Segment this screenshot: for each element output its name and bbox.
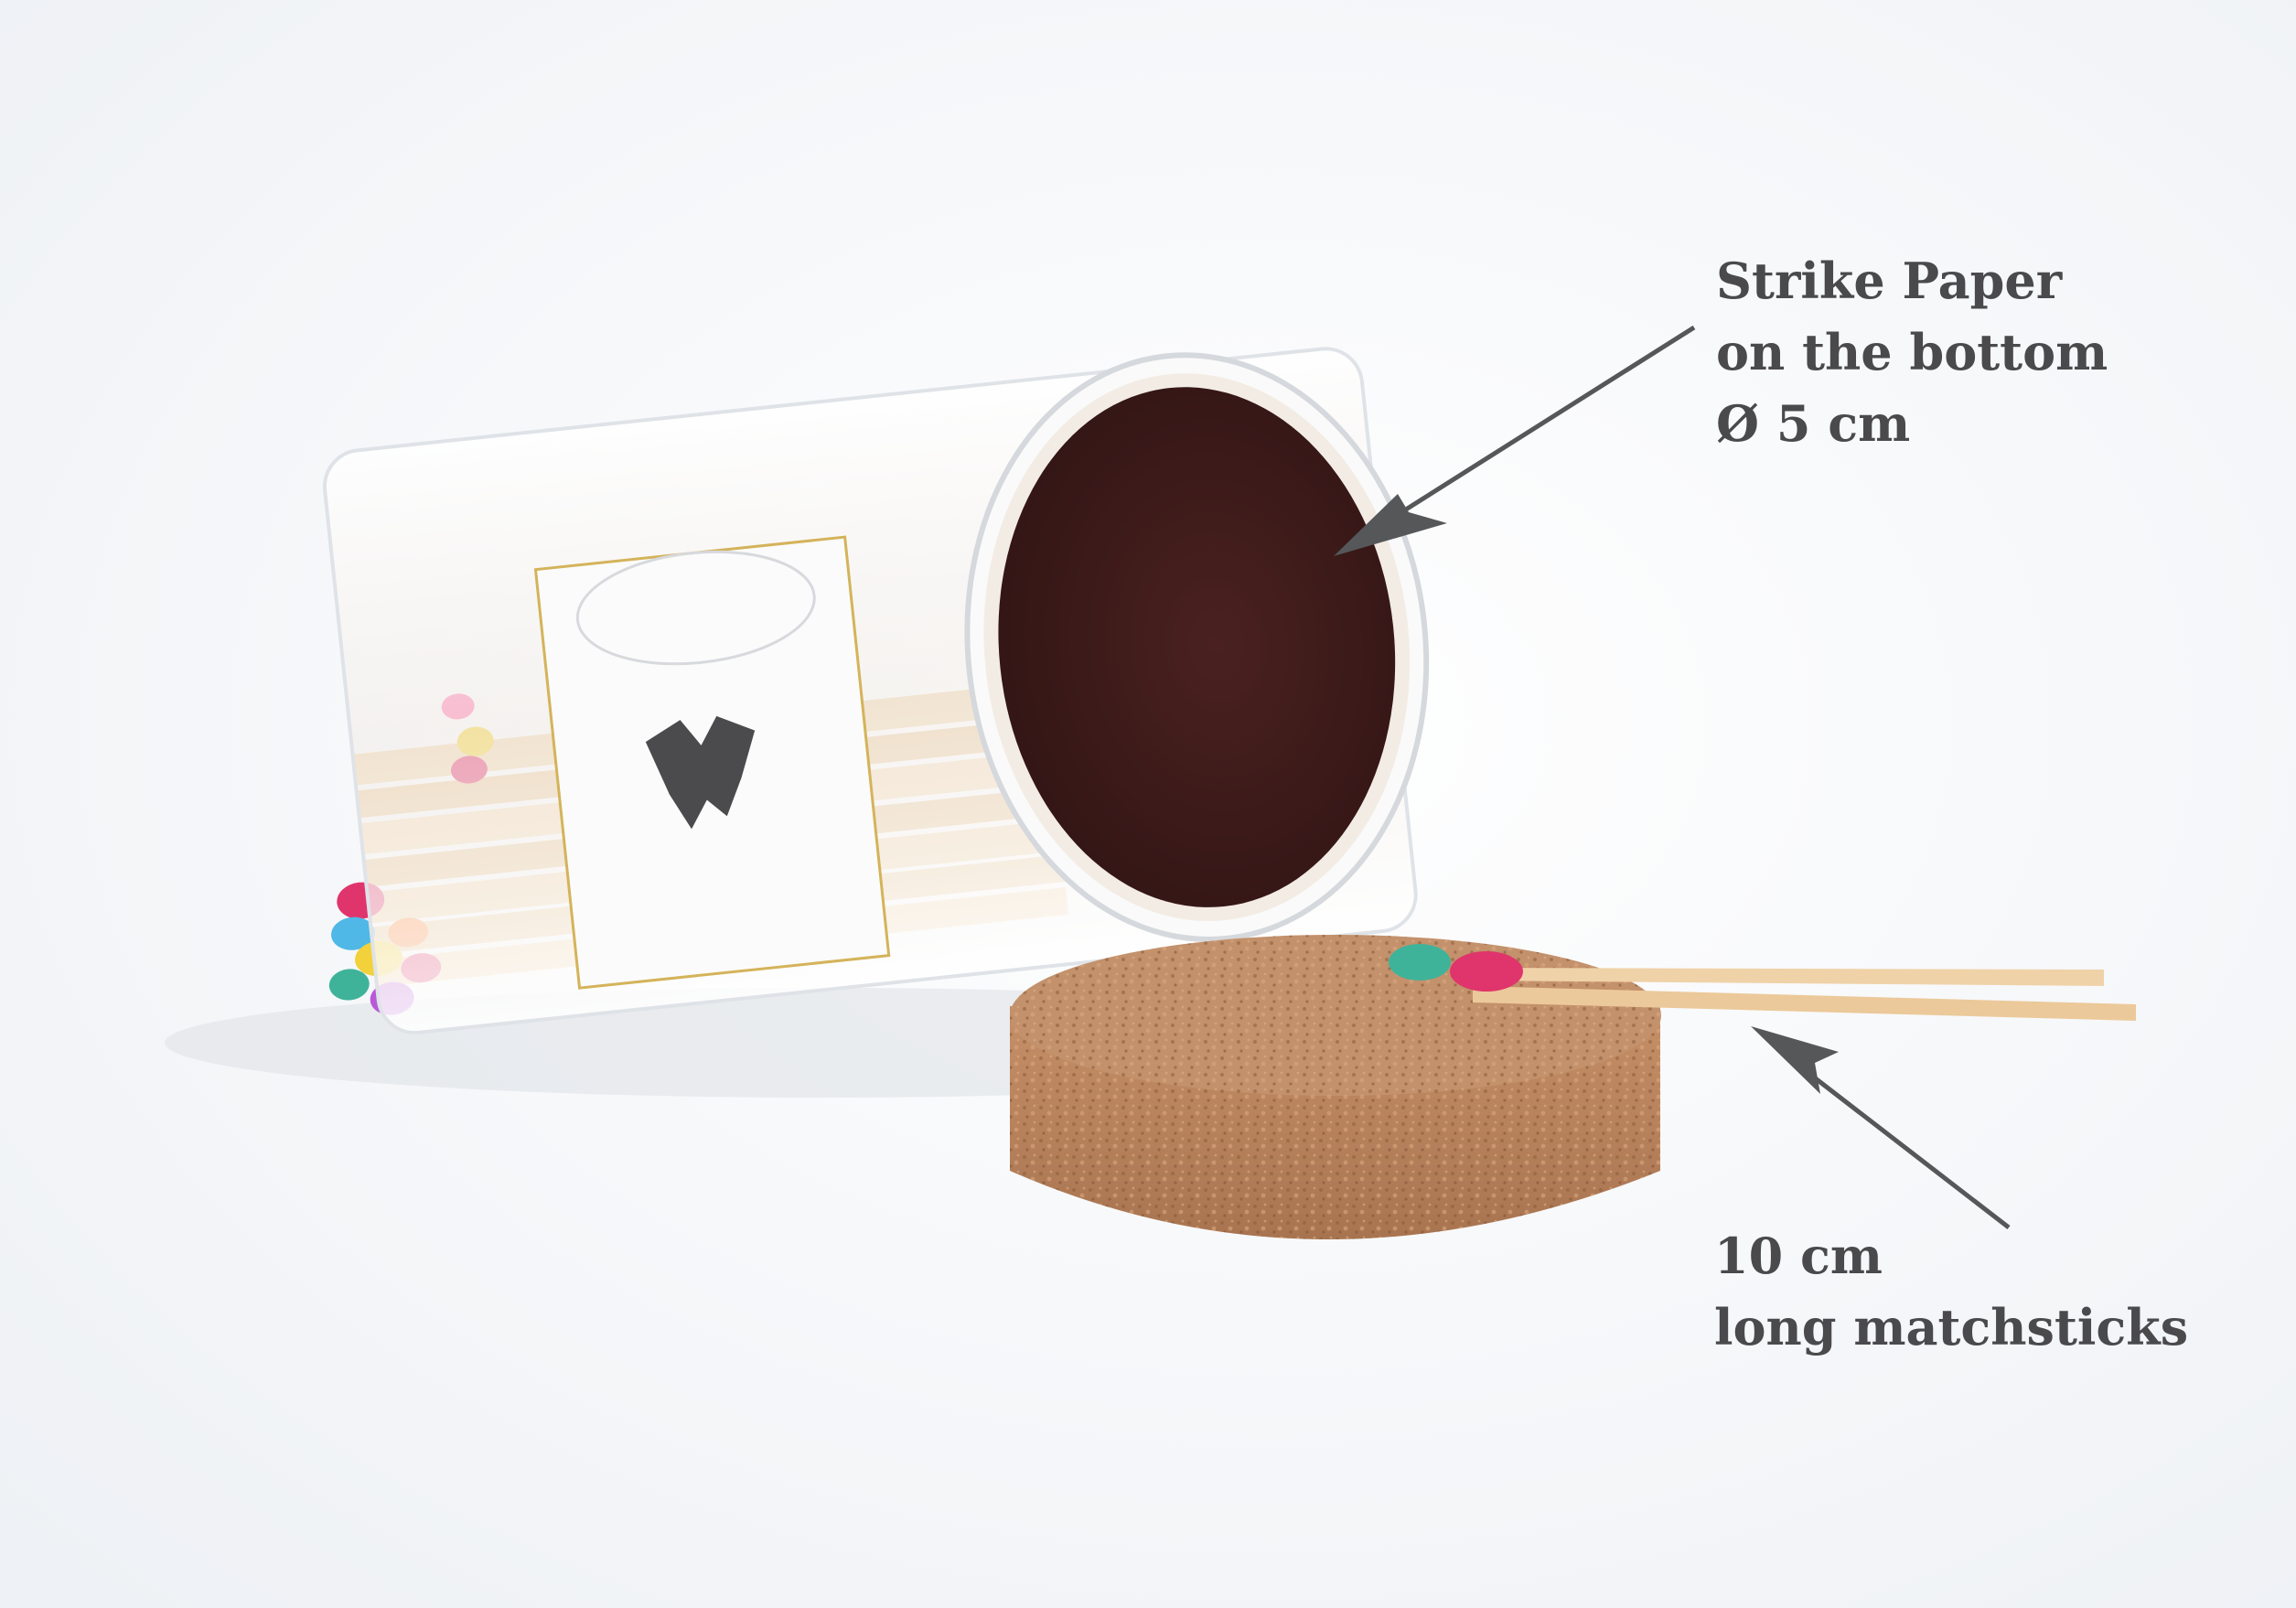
strike-paper-label-line2: on the bottom — [1716, 323, 2108, 381]
strike-paper-arrow — [1334, 325, 1696, 556]
match-head-pink — [1450, 951, 1523, 992]
strike-paper — [998, 387, 1396, 907]
match-jar — [322, 347, 1430, 1035]
strike-paper-callout: Strike Paper on the bottom Ø 5 cm — [1716, 245, 2108, 459]
matchsticks-callout: 10 cm long matchsticks — [1714, 1220, 2188, 1363]
loose-matchsticks — [1389, 944, 2136, 1021]
match-head-teal — [1389, 944, 1451, 981]
matchsticks-label-line2: long matchsticks — [1714, 1298, 2189, 1356]
bat-silhouette-icon — [645, 715, 756, 830]
strike-paper-label-line3: Ø 5 cm — [1716, 394, 1911, 453]
matchsticks-label-line1: 10 cm — [1714, 1227, 1883, 1285]
strike-paper-label-line1: Strike Paper — [1716, 252, 2063, 310]
matchstick-arrow — [1751, 1026, 2011, 1229]
